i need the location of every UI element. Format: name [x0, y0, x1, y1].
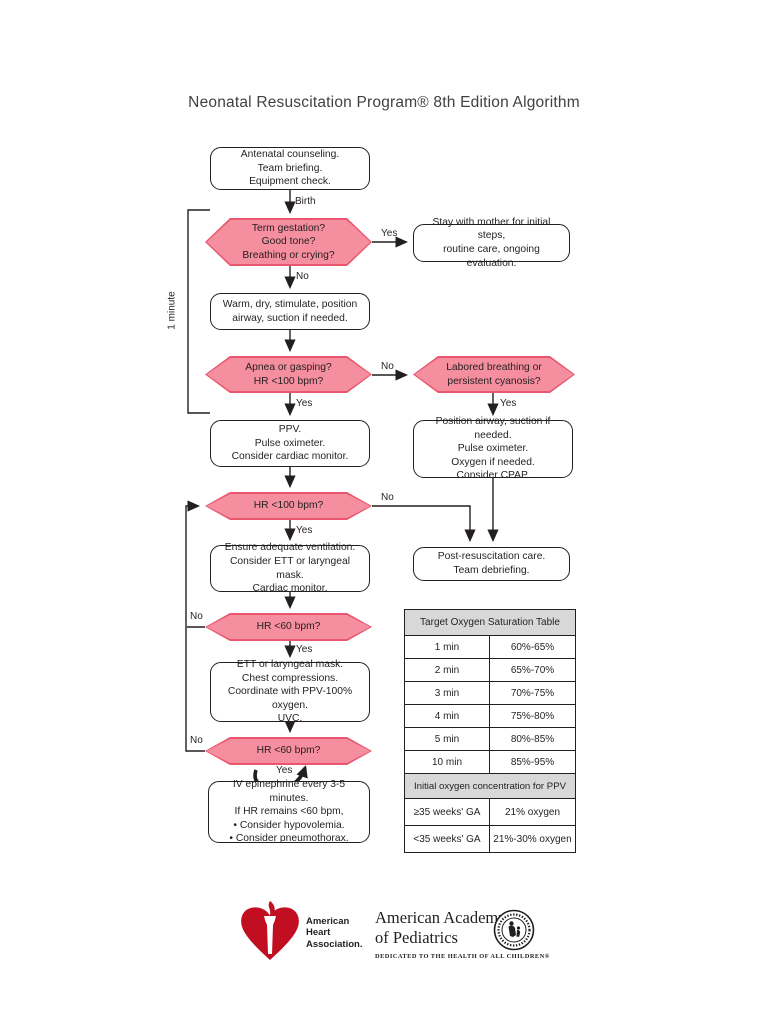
node-warm-dry: Warm, dry, stimulate, position airway, s…	[210, 293, 370, 330]
table-row: 4 min 75%-80%	[405, 704, 575, 727]
node-post-resuscitation: Post-resuscitation care. Team debriefing…	[413, 547, 570, 581]
table-row: ≥35 weeks' GA 21% oxygen	[405, 798, 575, 825]
node-ensure-ventilation: Ensure adequate ventilation. Consider ET…	[210, 542, 370, 594]
aha-heart-logo-icon	[241, 901, 299, 960]
no-label-2: No	[381, 361, 394, 372]
hexagon-fill	[207, 739, 371, 764]
hexagon-fill	[207, 220, 371, 265]
node-ppv: PPV. Pulse oximeter. Consider cardiac mo…	[210, 420, 370, 467]
no-label-1: No	[296, 271, 309, 282]
decision-hr-60-first: HR <60 bpm?	[205, 613, 372, 641]
table-row: 10 min 85%-95%	[405, 750, 575, 773]
node-stay-with-mother: Stay with mother for initial steps, rout…	[413, 217, 570, 269]
node-antenatal: Antenatal counseling. Team briefing. Equ…	[210, 147, 370, 190]
yes-label-5: Yes	[296, 644, 313, 655]
hexagon-fill	[207, 615, 371, 640]
yes-label-2: Yes	[296, 398, 313, 409]
yes-label-4: Yes	[296, 525, 313, 536]
table-row: <35 weeks' GA 21%-30% oxygen	[405, 825, 575, 852]
aap-seal-icon	[493, 909, 535, 951]
hexagon-fill	[207, 494, 371, 519]
birth-label: Birth	[295, 196, 316, 207]
table-row: 3 min 70%-75%	[405, 681, 575, 704]
node-position-airway: Position airway, suction if needed. Puls…	[413, 416, 573, 481]
page-title: Neonatal Resuscitation Program® 8th Edit…	[188, 94, 580, 111]
aap-logo-text: American Academy of Pediatrics	[375, 908, 507, 947]
yes-label-6: Yes	[276, 765, 293, 776]
node-ett-compressions: ETT or laryngeal mask. Chest compression…	[210, 659, 370, 724]
node-epinephrine: IV epinephrine every 3-5 minutes. If HR …	[208, 779, 370, 844]
aha-logo-text: American Heart Association.	[306, 916, 363, 950]
decision-apnea-gasping: Apnea or gasping? HR <100 bpm?	[205, 356, 372, 393]
decision-term-gestation: Term gestation? Good tone? Breathing or …	[205, 218, 372, 266]
oxygen-saturation-table: Target Oxygen Saturation Table 1 min 60%…	[404, 609, 576, 853]
table-row: 1 min 60%-65%	[405, 635, 575, 658]
no-label-3: No	[381, 492, 394, 503]
decision-labored-breathing: Labored breathing or persistent cyanosis…	[413, 356, 575, 393]
aap-tagline: DEDICATED TO THE HEALTH OF ALL CHILDREN®	[375, 953, 550, 960]
yes-label-1: Yes	[381, 228, 398, 239]
ppv-table-title: Initial oxygen concentration for PPV	[405, 774, 575, 798]
decision-hr-100: HR <100 bpm?	[205, 492, 372, 520]
yes-label-3: Yes	[500, 398, 517, 409]
hexagon-fill	[207, 358, 371, 392]
table-title: Target Oxygen Saturation Table	[405, 610, 575, 635]
table-row: 2 min 65%-70%	[405, 658, 575, 681]
one-minute-label: 1 minute	[166, 291, 178, 330]
no-label-5: No	[190, 735, 203, 746]
hexagon-fill	[415, 358, 574, 392]
decision-hr-60-second: HR <60 bpm?	[205, 737, 372, 765]
table-row: 5 min 80%-85%	[405, 727, 575, 750]
no-label-4: No	[190, 611, 203, 622]
